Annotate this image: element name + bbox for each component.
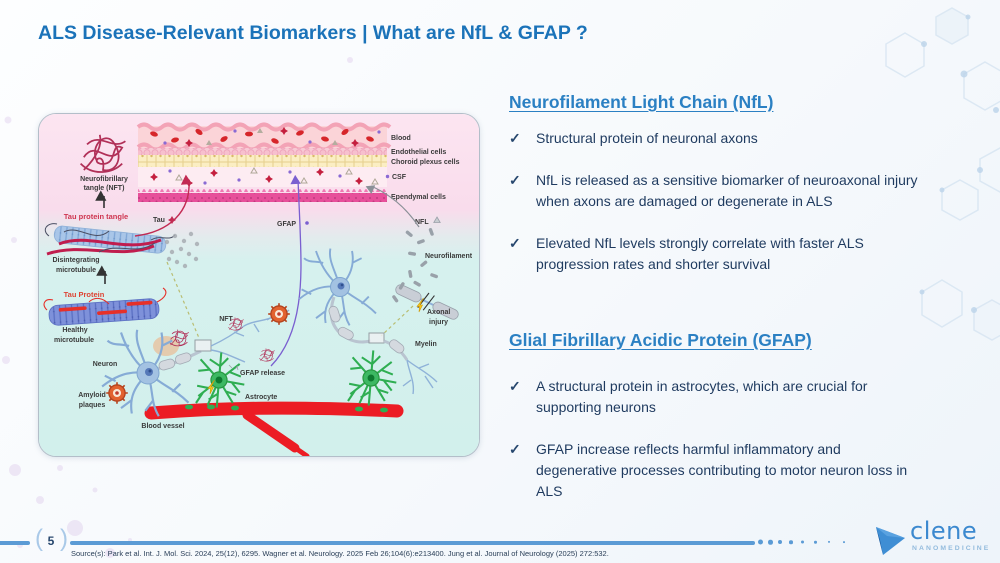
- neurofilament-label: Neurofilament: [425, 253, 473, 260]
- csf-marker-dot: [385, 174, 390, 179]
- healthy-label-line1: Healthy: [62, 327, 87, 334]
- clene-logo-name: clene: [910, 517, 978, 545]
- disintegrating-microtubule: [44, 223, 176, 256]
- check-icon: ✓: [509, 378, 521, 394]
- footer-line-main: [70, 541, 755, 545]
- gfap-label: GFAP: [277, 221, 296, 228]
- bullet-line: Structural protein of neuronal axons: [536, 130, 758, 146]
- csf-label: CSF: [392, 174, 407, 181]
- endothelial-label: Endothelial cells: [391, 149, 446, 156]
- amyloid-label-line2: plaques: [79, 402, 106, 409]
- ependymal-fringe: [138, 187, 387, 193]
- blood-vessel-label: Blood vessel: [141, 423, 184, 430]
- gfap-bullet-1: ✓ A structural protein in astrocytes, wh…: [509, 376, 971, 418]
- disintegrating-label-line1: Disintegrating: [52, 257, 99, 264]
- tau-label: Tau: [153, 217, 165, 224]
- amyloid-plaque-1: [105, 381, 129, 405]
- tau-marker-icon: [168, 216, 176, 224]
- healthy-microtubule: [43, 287, 167, 326]
- nfl-marker-icon: [433, 216, 441, 223]
- bullet-line: NfL is released as a sensitive biomarker…: [536, 172, 918, 188]
- astrocyte-label: Astrocyte: [245, 394, 277, 401]
- blood-label: Blood: [391, 135, 411, 142]
- check-icon: ✓: [509, 441, 521, 457]
- neuron-label: Neuron: [93, 361, 118, 368]
- blood-csf-barrier-strip: [136, 122, 392, 202]
- bullet-line: A structural protein in astrocytes, whic…: [536, 378, 868, 394]
- footer-dot-trail: [758, 537, 858, 547]
- nft-small-label: NFT: [219, 316, 233, 323]
- clene-logo-icon: [876, 527, 905, 555]
- bullet-line: GFAP increase reflects harmful inflammat…: [536, 441, 841, 457]
- blood-vessel: [144, 401, 404, 456]
- check-icon: ✓: [509, 235, 521, 251]
- gfap-sparkle-icon: [228, 364, 239, 371]
- check-icon: ✓: [509, 172, 521, 188]
- csf-markers: [150, 167, 379, 187]
- page-number-bracket-right: ): [60, 525, 68, 552]
- neurofilament-fragments: [392, 228, 438, 303]
- zoom-box-left: [194, 339, 212, 352]
- nfl-bullet-1: ✓ Structural protein of neuronal axons: [509, 128, 971, 149]
- zoom-callout-line-right: [380, 305, 414, 337]
- bullet-line: progression rates and shorter survival: [536, 256, 771, 272]
- axonal-injury: [395, 284, 459, 320]
- nft-label-line1: Neurofibrillary: [80, 176, 128, 183]
- gfap-marker-icon: [305, 221, 309, 225]
- biology-diagram: Blood Endothelial cells Choroid plexus c…: [38, 113, 480, 457]
- gfap-release-label: GFAP release: [240, 370, 285, 377]
- page-title: ALS Disease-Relevant Biomarkers | What a…: [38, 22, 588, 44]
- footer-line-left: [0, 541, 30, 545]
- tau-protein-tangle-label: Tau protein tangle: [64, 212, 128, 221]
- disintegrating-label-line2: microtubule: [56, 267, 96, 274]
- astrocyte-endfeet: [185, 404, 388, 413]
- nfl-label: NFL: [415, 219, 429, 226]
- gfap-bullet-2: ✓ GFAP increase reflects harmful inflamm…: [509, 439, 971, 502]
- bullet-line: degenerative processes contributing to m…: [536, 462, 908, 478]
- axonal-injury-label-line2: injury: [429, 319, 448, 326]
- ependymal-cell-row: [138, 193, 387, 202]
- tau-protein-label: Tau Protein: [64, 290, 105, 299]
- myelinated-axon-right: [383, 339, 438, 395]
- nfl-section-heading: Neurofilament Light Chain (NfL): [509, 92, 774, 112]
- csf-zone: [138, 167, 387, 187]
- tau-release-arrow: [134, 174, 193, 237]
- bullet-line: Elevated NfL levels strongly correlate w…: [536, 235, 864, 251]
- zoom-callout-line-left: [166, 261, 200, 339]
- bullet-line: ALS: [536, 483, 563, 499]
- amyloid-label-line1: Amyloid: [78, 392, 106, 399]
- endothelial-cell-row: [138, 148, 387, 155]
- nfl-release-arrow: [365, 185, 420, 228]
- nft-label-line2: tangle (NFT): [84, 185, 125, 192]
- bullet-line: supporting neurons: [536, 399, 656, 415]
- clene-logo: clene NANOMEDICINE: [874, 517, 996, 559]
- central-neuron: [101, 328, 202, 418]
- gfap-release-arrow: [270, 174, 302, 367]
- healthy-label-line2: microtubule: [54, 337, 94, 344]
- axonal-injury-label-line1: Axonal: [427, 309, 450, 316]
- amyloid-plaque-2: [267, 302, 291, 326]
- nfl-bullet-3: ✓ Elevated NfL levels strongly correlate…: [509, 233, 971, 275]
- right-neuron: [298, 247, 377, 344]
- bullet-line: when axons are damaged or degenerate in …: [536, 193, 833, 209]
- choroid-label: Choroid plexus cells: [391, 159, 460, 166]
- myelin-label: Myelin: [415, 341, 437, 348]
- clene-logo-subtitle: NANOMEDICINE: [912, 545, 991, 552]
- page-number: 5: [47, 534, 55, 548]
- check-icon: ✓: [509, 130, 521, 146]
- nfl-bullet-2: ✓ NfL is released as a sensitive biomark…: [509, 170, 971, 212]
- tubulin-debris-dots: [164, 231, 200, 269]
- ependymal-label: Ependymal cells: [391, 194, 446, 201]
- choroid-plexus-row: [138, 155, 387, 167]
- page-number-bracket-left: (: [35, 525, 43, 552]
- gfap-section-heading: Glial Fibrillary Acidic Protein (GFAP): [509, 330, 812, 350]
- zoom-box-right: [368, 332, 385, 344]
- blood-cells: [150, 127, 381, 147]
- source-citation: Source(s): Park et al. Int. J. Mol. Sci.…: [71, 549, 609, 558]
